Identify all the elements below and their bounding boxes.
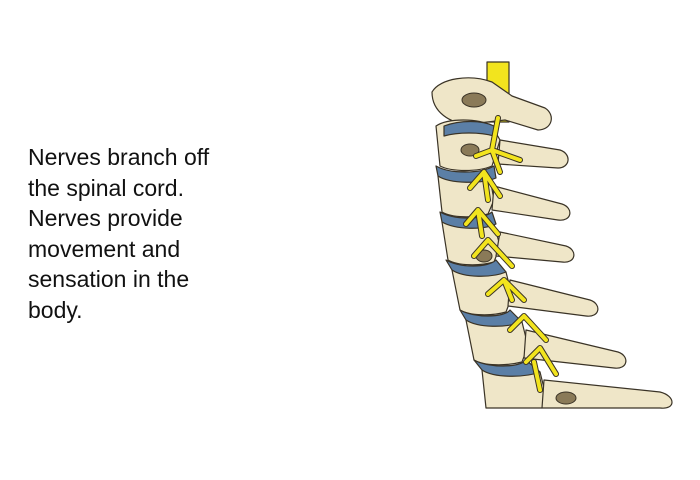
foramen-4 <box>555 391 577 405</box>
foramen-1 <box>461 92 487 108</box>
disc-5 <box>473 359 541 377</box>
caption-line-1: Nerves branch off <box>28 144 210 170</box>
caption-line-5: sensation in the <box>28 266 190 292</box>
caption-line-2: the spinal cord. <box>28 174 184 201</box>
spine-illustration <box>431 61 673 409</box>
caption-line-4: movement and <box>28 235 181 262</box>
process-c5 <box>507 279 599 317</box>
disc-3 <box>445 259 507 277</box>
foramen-2 <box>460 143 480 157</box>
process-c3 <box>491 185 571 221</box>
caption-text: Nerves branch off the spinal cord. Nerve… <box>28 142 268 325</box>
vertebra-c1 <box>431 77 552 131</box>
caption-line-6: body. <box>28 296 83 323</box>
nerve-branches <box>464 116 558 392</box>
caption-line-3: Nerves provide <box>28 205 183 231</box>
process-c4 <box>495 231 575 263</box>
